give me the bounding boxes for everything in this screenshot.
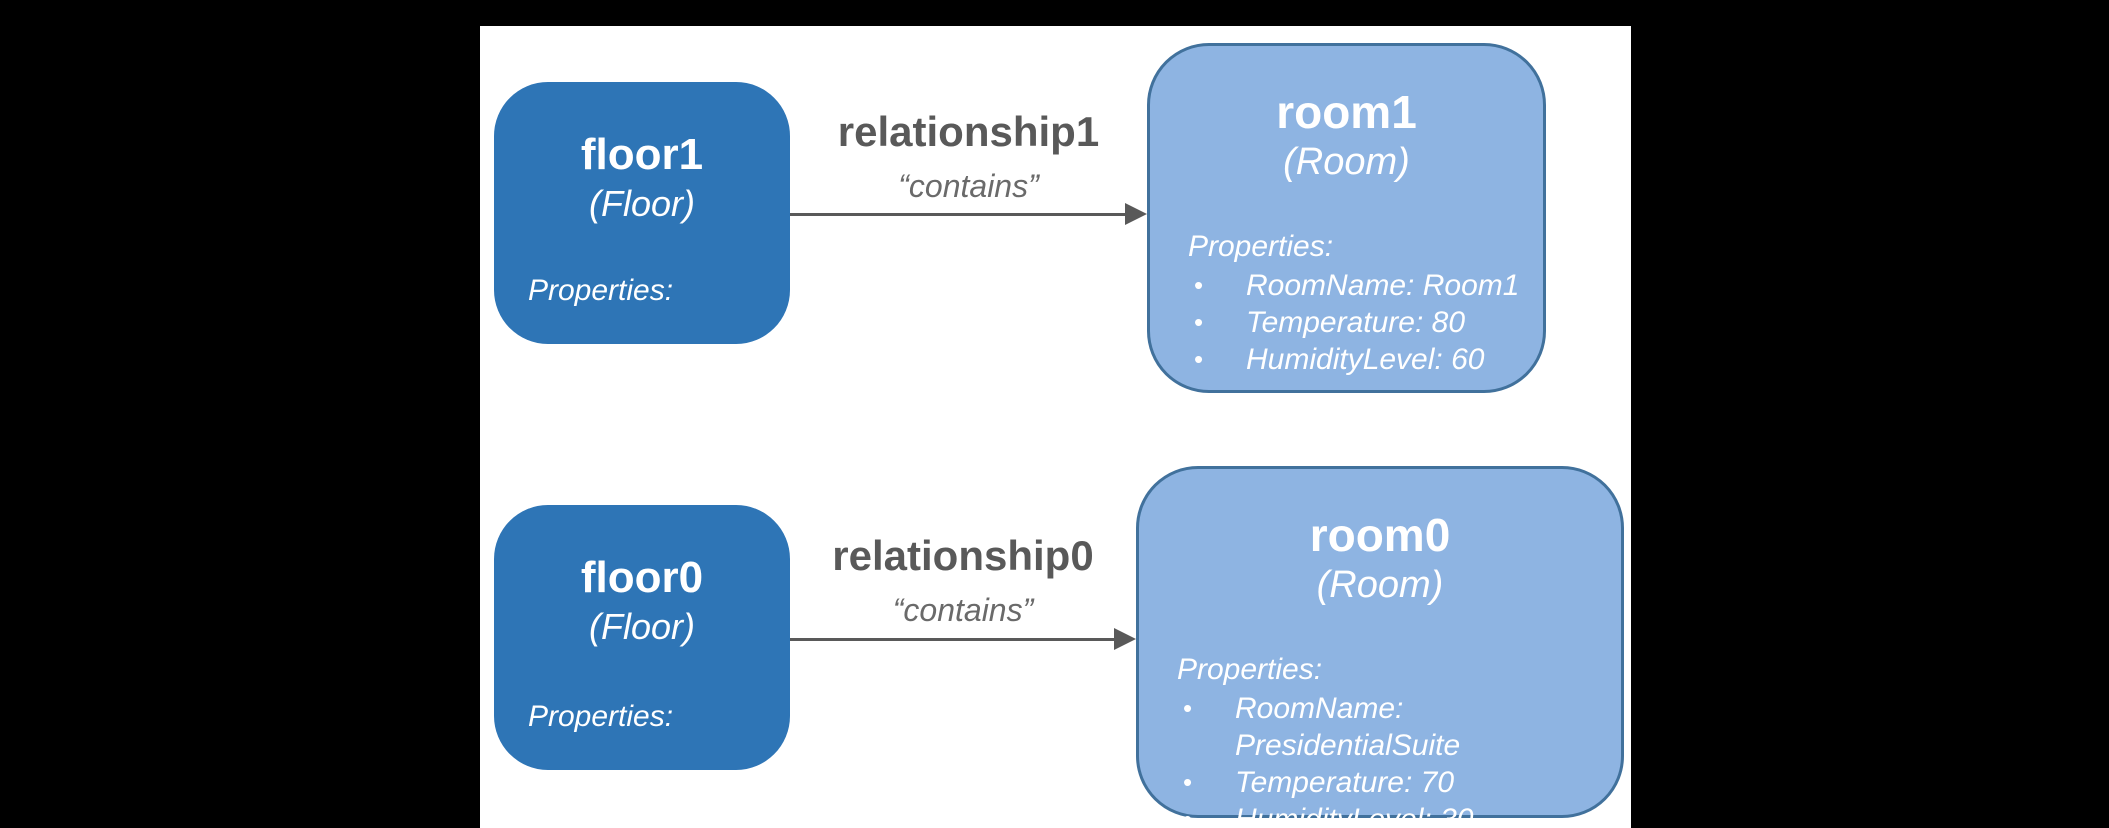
node-title: floor1: [580, 130, 704, 179]
properties-list: Properties: • RoomName: Room1 • Temperat…: [1188, 228, 1527, 378]
properties-list: Properties: • RoomName: PresidentialSuit…: [1177, 651, 1605, 828]
property-text: RoomName: PresidentialSuite: [1235, 692, 1461, 762]
relationship-name: relationship1: [837, 108, 1100, 155]
arrow-head-icon: [1114, 628, 1136, 650]
node-title: room1: [1276, 86, 1417, 138]
node-floor1: floor1 (Floor) Properties:: [494, 82, 790, 344]
bullet-icon: •: [1194, 270, 1204, 300]
node-floor0: floor0 (Floor) Properties:: [494, 505, 790, 770]
property-text: HumidityLevel: 30: [1235, 803, 1474, 828]
property-text: RoomName: Room1: [1246, 269, 1520, 302]
property-item: • Temperature: 80: [1188, 304, 1527, 341]
node-type: (Room): [1283, 140, 1410, 183]
bullet-icon: •: [1194, 344, 1204, 374]
node-room1: room1 (Room) Properties: • RoomName: Roo…: [1147, 43, 1546, 393]
property-item: • RoomName: Room1: [1188, 267, 1527, 304]
property-item: • HumidityLevel: 30: [1177, 801, 1605, 828]
property-text: Temperature: 80: [1246, 306, 1466, 339]
bullet-icon: •: [1194, 307, 1204, 337]
arrow-line: [790, 213, 1126, 216]
node-type: (Room): [1316, 563, 1444, 606]
property-text: HumidityLevel: 60: [1246, 343, 1485, 376]
properties-label: Properties:: [528, 700, 674, 733]
node-room0: room0 (Room) Properties: • RoomName: Pre…: [1136, 466, 1624, 828]
properties-label: Properties:: [1188, 230, 1334, 263]
properties-label: Properties:: [1177, 653, 1323, 686]
relationship-tag: “contains”: [892, 592, 1034, 628]
relationship-tag: “contains”: [898, 168, 1039, 204]
property-item: • Temperature: 70: [1177, 764, 1605, 801]
arrow-line: [790, 638, 1115, 641]
property-text: Temperature: 70: [1235, 766, 1455, 799]
relationship-name: relationship0: [832, 532, 1094, 579]
node-title: room0: [1309, 509, 1451, 561]
bullet-icon: •: [1183, 767, 1193, 797]
node-title: floor0: [580, 553, 704, 602]
property-item: • HumidityLevel: 60: [1188, 341, 1527, 378]
node-type: (Floor): [589, 182, 695, 224]
bullet-icon: •: [1183, 693, 1193, 723]
arrow-head-icon: [1125, 203, 1147, 225]
property-item: • RoomName: PresidentialSuite: [1177, 690, 1605, 764]
node-type: (Floor): [589, 605, 695, 647]
properties-label: Properties:: [528, 274, 674, 307]
bullet-icon: •: [1183, 804, 1193, 828]
